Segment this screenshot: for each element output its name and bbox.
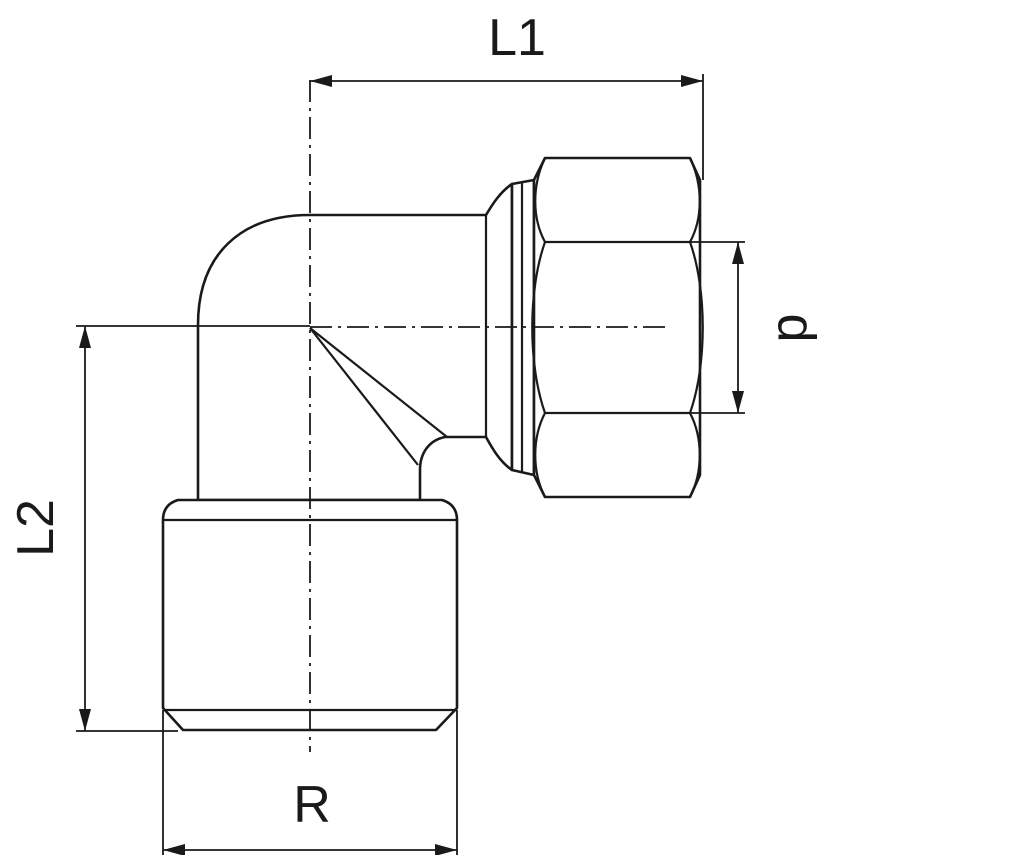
nut-chamfer-bottom bbox=[534, 412, 701, 498]
R-label: R bbox=[293, 776, 331, 834]
dimension-p: p bbox=[690, 241, 818, 414]
L1-arrow-left bbox=[310, 75, 332, 87]
R-arrow-left bbox=[163, 844, 185, 855]
p-arrow-bottom bbox=[732, 391, 744, 413]
bore-line-lower bbox=[309, 327, 419, 466]
elbow-body bbox=[196, 182, 514, 502]
p-label: p bbox=[760, 314, 818, 343]
p-arrow-top bbox=[732, 242, 744, 264]
L2-arrow-top bbox=[79, 326, 91, 348]
L2-arrow-bottom bbox=[79, 709, 91, 731]
L1-arrow-right bbox=[681, 75, 703, 87]
R-arrow-right bbox=[435, 844, 457, 855]
L1-label: L1 bbox=[488, 9, 546, 67]
dimension-R: R bbox=[162, 710, 458, 855]
dimension-L2: L2 bbox=[7, 325, 310, 732]
nut-chamfer-top bbox=[534, 157, 701, 243]
bore-line-upper bbox=[309, 327, 448, 438]
elbow-outline bbox=[196, 182, 514, 502]
dimension-L1: L1 bbox=[310, 9, 704, 180]
L2-label: L2 bbox=[7, 499, 65, 557]
